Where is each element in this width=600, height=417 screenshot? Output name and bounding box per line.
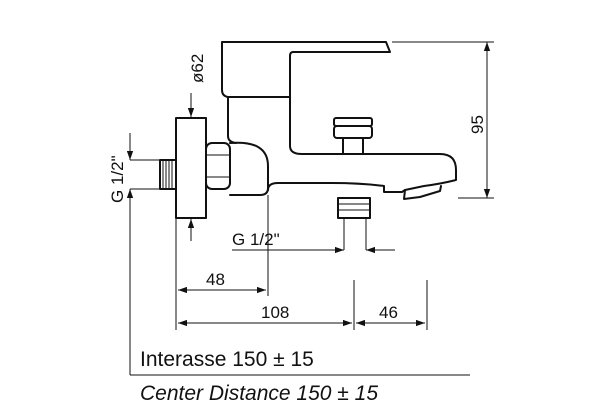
height-label: 95: [468, 115, 487, 134]
interasse-note: Interasse 150 ± 15: [140, 348, 314, 371]
outlet-nipple: [337, 197, 371, 250]
dim-108-label: 108: [261, 303, 289, 322]
dimension-48: 48: [178, 270, 266, 294]
inlet-nipple: [159, 159, 177, 190]
spout-aerator: [403, 185, 442, 200]
dimension-inlet-thread: G 1/2": [108, 133, 176, 216]
wall-flange: [175, 117, 207, 219]
diameter-label: ø62: [188, 54, 207, 83]
mixer-body: [229, 141, 269, 196]
dimension-outlet-thread: G 1/2": [232, 230, 395, 254]
dim-46-label: 46: [379, 303, 398, 322]
outlet-thread-label: G 1/2": [232, 230, 280, 249]
interasse-bracket: [129, 216, 470, 376]
inlet-thread-label: G 1/2": [108, 155, 127, 203]
connecting-nut: [205, 142, 231, 190]
diverter-knob: [333, 117, 373, 155]
dimension-diameter: ø62: [187, 54, 207, 241]
faucet-body: [159, 41, 457, 250]
center-distance-note: Center Distance 150 ± 15: [140, 382, 378, 405]
dimension-46: 46: [356, 303, 425, 327]
dimension-108: 108: [178, 303, 352, 327]
dim-48-label: 48: [206, 270, 225, 289]
lever-handle: [221, 41, 391, 98]
dimension-height: 95: [392, 41, 494, 199]
